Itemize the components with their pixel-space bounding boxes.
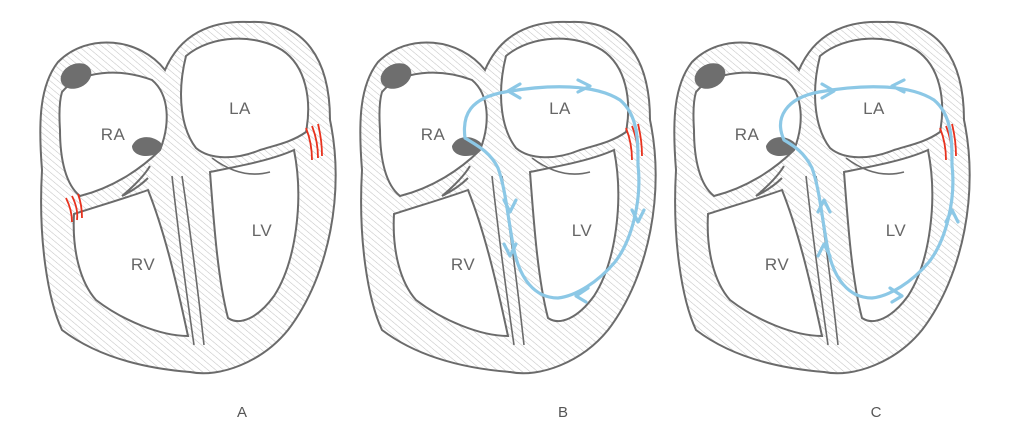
panel-caption-a: A — [237, 404, 247, 421]
accessory-pathway-left-a — [305, 123, 323, 161]
chamber-label-lv: LV — [252, 221, 273, 240]
accessory-pathway-right — [65, 193, 83, 223]
chamber-label-rv: RV — [451, 255, 475, 274]
chamber-label-lv: LV — [886, 221, 907, 240]
chamber-label-rv: RV — [131, 255, 155, 274]
panel-caption-c: C — [871, 404, 882, 421]
chamber-label-lv: LV — [572, 221, 593, 240]
panel-b: RA LA RV LV B — [359, 20, 657, 421]
chamber-label-la: LA — [549, 99, 571, 118]
heart-illustration-c — [673, 20, 971, 375]
chamber-label-ra: RA — [735, 125, 760, 144]
panel-caption-b: B — [558, 404, 568, 421]
chamber-label-ra: RA — [101, 125, 126, 144]
chamber-label-la: LA — [863, 99, 885, 118]
chamber-label-ra: RA — [421, 125, 446, 144]
chamber-label-la: LA — [229, 99, 251, 118]
antidromic-conduction-path — [779, 78, 960, 304]
heart-illustration-b — [359, 20, 657, 375]
orthodromic-conduction-path — [462, 78, 646, 304]
chamber-label-rv: RV — [765, 255, 789, 274]
heart-illustration-a — [39, 20, 337, 375]
panel-a: RA LA RV LV A — [39, 20, 337, 421]
panel-c: RA LA RV LV C — [673, 20, 971, 421]
